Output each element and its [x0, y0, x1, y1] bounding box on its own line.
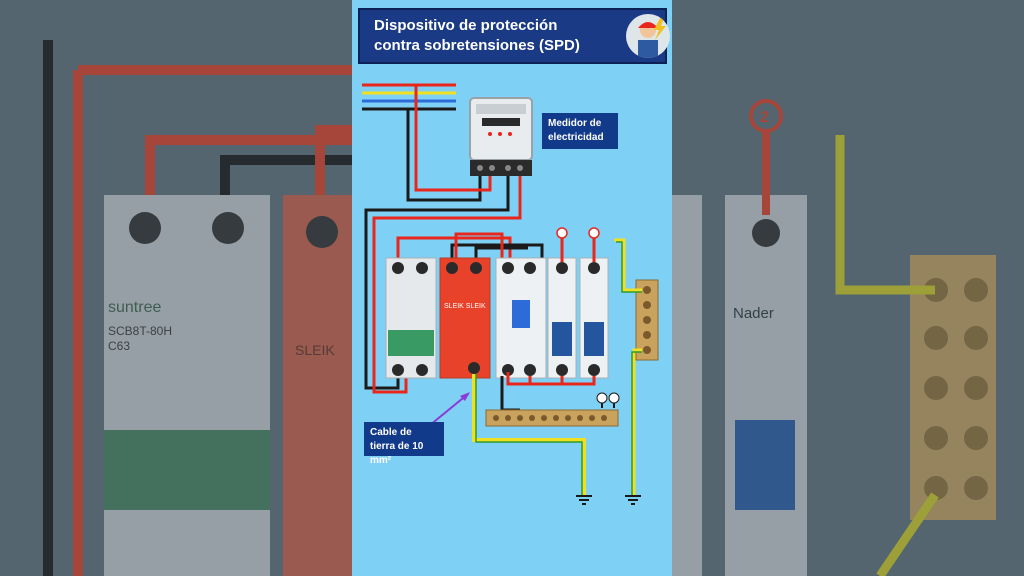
- bg-nader-text: Nader: [733, 305, 774, 322]
- arrow-marker-icon: [588, 227, 600, 239]
- bg-marker-2: 2: [760, 109, 769, 126]
- bg-model-text: SCB8T-80H: [108, 324, 172, 338]
- circuit-breaker-2: [579, 257, 609, 379]
- title-line-1: Dispositivo de protección: [374, 17, 558, 34]
- arrow-marker-icon: [556, 227, 568, 239]
- main-breaker: [385, 257, 437, 379]
- bg-sleik-text: SLEIK: [295, 342, 335, 358]
- diagram-panel: SLEIK SLEIK: [352, 0, 672, 576]
- surge-protection-device: [439, 257, 491, 379]
- electrician-avatar-icon: [626, 14, 670, 58]
- ground-busbar-horizontal: [485, 409, 619, 427]
- bg-suntree-text: suntree: [108, 299, 161, 316]
- svg-text:SLEIK SLEIK: SLEIK SLEIK: [444, 303, 486, 310]
- ground-symbol-icon: [576, 495, 592, 505]
- title-line-2: contra sobretensiones (SPD): [374, 37, 580, 54]
- bg-rating-text: C63: [108, 339, 130, 353]
- ground-symbol-icon: [625, 495, 641, 505]
- ground-cable-label: Cable de tierra de 10 mm²: [364, 422, 444, 466]
- meter-label: Medidor de electricidad: [542, 113, 618, 149]
- page-title: Dispositivo de protección contra sobrete…: [374, 16, 624, 56]
- wiring-diagram: SLEIK SLEIK: [362, 83, 659, 505]
- circuit-breaker-1: [547, 257, 577, 379]
- title-banner: Dispositivo de protección contra sobrete…: [358, 8, 670, 64]
